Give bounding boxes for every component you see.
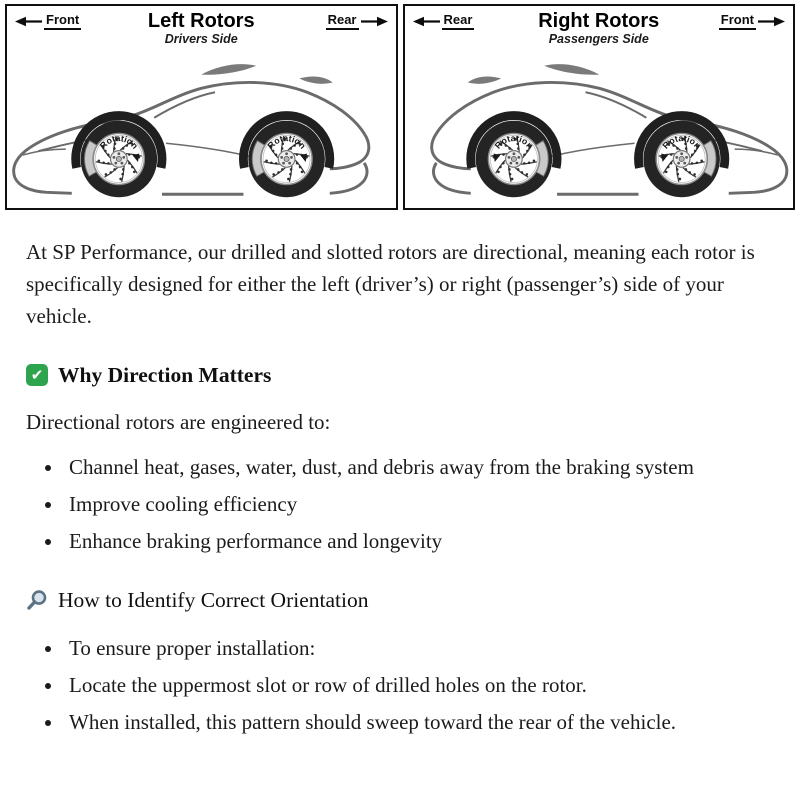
direction-label-rear-right: Rear [325,12,388,31]
magnifier-icon [26,589,48,611]
list-item: Locate the uppermost slot or row of dril… [64,670,758,702]
panel-title: Left Rotors [147,10,255,32]
svg-text:Rotation: Rotation [265,133,307,151]
article-content: At SP Performance, our drilled and slott… [0,212,800,768]
panel-titles: Left Rotors Drivers Side [7,10,396,47]
car-illustration-right: Rotation Rotation [429,64,788,198]
section-title-text: Why Direction Matters [58,362,272,387]
section-heading-why-direction-matters: ✔ Why Direction Matters [26,359,758,392]
list-item: Channel heat, gases, water, dust, and de… [64,452,758,484]
panel-subtitle: Drivers Side [164,32,238,46]
panel-header: Rear Right Rotors Passengers Side Front [405,6,794,53]
section-heading-how-to-identify: How to Identify Correct Orientation [26,584,758,617]
list-item: To ensure proper installation: [64,633,758,665]
panel-subtitle: Passengers Side [548,32,649,46]
check-icon: ✔ [26,364,48,387]
direction-label-rear-left: Rear [412,12,475,31]
list-item: Enhance braking performance and longevit… [64,526,758,558]
rotor-direction-diagram: Front Left Rotors Drivers Side Rear [0,0,800,212]
direction-label-text: Rear [441,12,475,31]
arrow-right-icon [360,16,388,27]
lead-paragraph: Directional rotors are engineered to: [26,410,331,435]
svg-text:Rotation: Rotation [660,133,702,151]
intro-paragraph: At SP Performance, our drilled and slott… [26,240,755,328]
panel-title: Right Rotors [538,10,660,32]
section-title-text: How to Identify Correct Orientation [58,588,369,613]
arrow-left-icon [412,16,440,27]
list-item: Improve cooling efficiency [64,489,758,521]
orientation-list: To ensure proper installation: Locate the… [26,633,758,739]
svg-text:Rotation: Rotation [98,133,140,151]
car-illustration-left: Rotation Rotation [12,64,371,198]
direction-label-front-left: Front [15,12,82,31]
panel-titles: Right Rotors Passengers Side [405,10,794,47]
arrow-right-icon [758,16,785,27]
direction-label-text: Front [718,12,756,31]
page: Front Left Rotors Drivers Side Rear [0,0,800,768]
direction-label-text: Rear [325,12,359,31]
right-rotors-panel: Rear Right Rotors Passengers Side Front [402,4,795,210]
left-rotors-panel: Front Left Rotors Drivers Side Rear [5,4,398,210]
panel-header: Front Left Rotors Drivers Side Rear [7,6,396,53]
svg-text:Rotation: Rotation [492,133,534,151]
direction-label-front-right: Front [718,12,785,31]
arrow-left-icon [15,16,42,27]
benefits-list: Channel heat, gases, water, dust, and de… [26,452,758,558]
list-item: When installed, this pattern should swee… [64,707,758,739]
direction-label-text: Front [44,12,82,31]
